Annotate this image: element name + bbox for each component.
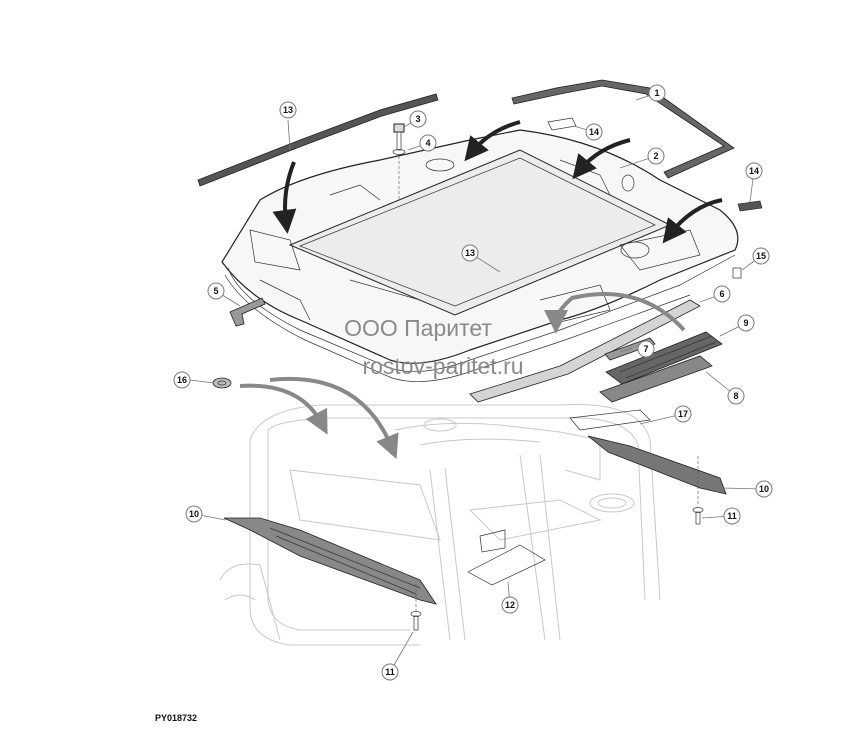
svg-text:10: 10 <box>759 484 769 494</box>
part-10-trim-left <box>223 517 437 605</box>
svg-text:1: 1 <box>654 88 659 98</box>
callout-2: 2 <box>647 147 665 165</box>
callout-7: 7 <box>637 340 655 358</box>
part-10-trim-right <box>587 435 727 495</box>
svg-text:6: 6 <box>719 289 724 299</box>
svg-text:11: 11 <box>727 511 737 521</box>
callout-14-right: 14 <box>745 162 763 180</box>
part-16-grommet <box>212 377 232 389</box>
svg-text:17: 17 <box>678 409 688 419</box>
svg-text:4: 4 <box>425 138 430 148</box>
part-9-grille <box>605 331 723 385</box>
part-12-tray <box>467 529 546 586</box>
callout-1: 1 <box>648 84 666 102</box>
callout-3: 3 <box>409 110 427 128</box>
callout-12: 12 <box>501 596 519 614</box>
callout-8: 8 <box>727 387 745 405</box>
svg-text:16: 16 <box>177 375 187 385</box>
callout-13-strip: 13 <box>279 101 297 119</box>
svg-text:12: 12 <box>505 600 515 610</box>
svg-text:14: 14 <box>749 166 759 176</box>
callout-4: 4 <box>419 134 437 152</box>
part-5-bracket <box>229 297 266 327</box>
svg-text:7: 7 <box>643 344 648 354</box>
svg-text:3: 3 <box>415 114 420 124</box>
part-3-bolt <box>392 123 406 200</box>
callout-13-glass: 13 <box>461 244 479 262</box>
svg-text:15: 15 <box>756 251 766 261</box>
reference-code: PY018732 <box>155 713 198 723</box>
svg-text:13: 13 <box>465 248 475 258</box>
callout-10-right: 10 <box>755 480 773 498</box>
callout-10-left: 10 <box>185 505 203 523</box>
callout-11-right: 11 <box>723 507 741 525</box>
watermark-url: rostov-paritet.ru <box>362 353 523 379</box>
part-6-strip <box>469 299 701 403</box>
svg-text:14: 14 <box>589 127 599 137</box>
part-15-clip <box>732 267 742 279</box>
svg-text:11: 11 <box>385 667 395 677</box>
callout-17: 17 <box>674 405 692 423</box>
callout-9: 9 <box>737 314 755 332</box>
part-13-strip <box>197 93 439 187</box>
callout-15: 15 <box>752 247 770 265</box>
part-11-screw-left <box>410 584 422 631</box>
callout-5: 5 <box>207 282 225 300</box>
svg-text:9: 9 <box>743 318 748 328</box>
svg-text:10: 10 <box>189 509 199 519</box>
part-8-grille <box>599 355 713 403</box>
part-11-screw-right <box>692 456 704 525</box>
assembly-arrows <box>239 120 723 460</box>
watermark-company: ООО Паритет <box>344 315 492 341</box>
part-17-trim <box>569 409 651 431</box>
svg-text:5: 5 <box>213 286 218 296</box>
callout-14-top: 14 <box>585 123 603 141</box>
roof-assembly <box>221 129 739 382</box>
svg-text:8: 8 <box>733 391 738 401</box>
part-14-pads <box>547 117 763 212</box>
svg-text:2: 2 <box>653 151 658 161</box>
part-1-seal <box>511 79 735 179</box>
callout-16: 16 <box>173 371 191 389</box>
callout-11-left: 11 <box>381 663 399 681</box>
callout-6: 6 <box>713 285 731 303</box>
svg-text:13: 13 <box>283 105 293 115</box>
